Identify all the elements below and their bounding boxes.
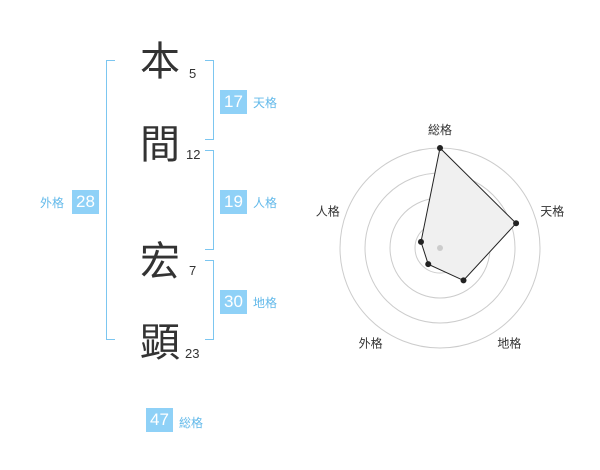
- soukaku-value: 47: [146, 408, 173, 432]
- tenkaku-label: 天格: [253, 96, 278, 110]
- stroke-count-2: 12: [186, 147, 201, 162]
- radar-area: [420, 146, 517, 282]
- gaikaku-value: 28: [72, 190, 99, 214]
- radar-point-1: [437, 145, 443, 151]
- radar-axis-label-1: 総格: [428, 122, 452, 137]
- name-char-2: 間: [140, 122, 180, 168]
- name-char-1: 本: [140, 39, 180, 85]
- radar-point-3: [460, 277, 467, 284]
- tenkaku-value: 17: [220, 90, 247, 114]
- radar-axis-label-4: 外格: [359, 336, 383, 351]
- jinkaku-bracket: [205, 150, 214, 250]
- chikaku-label: 地格: [253, 296, 278, 310]
- gaikaku-label: 外格: [40, 196, 65, 210]
- soukaku-label: 総格: [179, 416, 204, 430]
- radar-point-4: [425, 261, 432, 268]
- stroke-count-1: 5: [189, 66, 197, 81]
- radar-point-5: [417, 238, 424, 245]
- stroke-count-4: 23: [185, 346, 200, 361]
- name-char-3: 宏: [140, 239, 180, 285]
- jinkaku-label: 人格: [253, 196, 278, 210]
- gaikaku-bracket: [106, 60, 115, 340]
- radar-axis-label-2: 天格: [540, 204, 564, 219]
- chikaku-bracket: [205, 260, 214, 340]
- radar-center-dot: [437, 245, 443, 251]
- tenkaku-bracket: [205, 60, 214, 140]
- radar-axis-label-3: 地格: [497, 336, 521, 351]
- name-char-4: 顕: [140, 320, 180, 366]
- radar-point-2: [513, 220, 520, 227]
- jinkaku-value: 19: [220, 190, 247, 214]
- radar-axis-label-5: 人格: [316, 204, 340, 219]
- stroke-count-3: 7: [189, 263, 197, 278]
- chikaku-value: 30: [220, 290, 247, 314]
- radar-points: [417, 145, 520, 284]
